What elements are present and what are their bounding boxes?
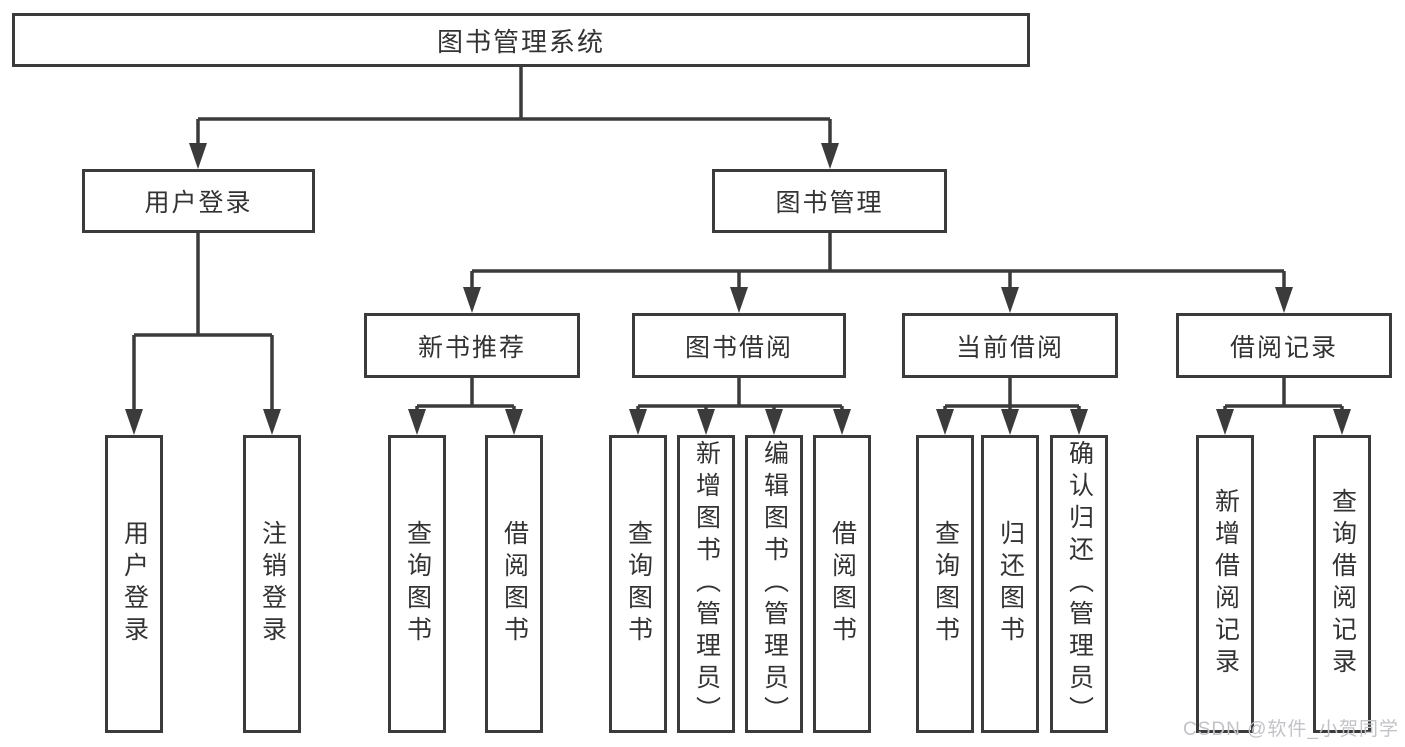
leaf-logout: 注销登录 (243, 435, 301, 733)
leaf-add-borrow-record: 新增借阅记录 (1196, 435, 1254, 733)
leaf-borrow-books-recommend: 借阅图书 (485, 435, 543, 733)
node-user-login: 用户登录 (82, 169, 315, 233)
leaf-return-books: 归还图书 (981, 435, 1039, 733)
leaf-borrow-books: 借阅图书 (813, 435, 871, 733)
node-current-borrowing: 当前借阅 (902, 313, 1118, 378)
node-borrowing-records: 借阅记录 (1176, 313, 1392, 378)
csdn-watermark: CSDN @软件_小贺同学 (1183, 719, 1399, 740)
leaf-query-books-borrow: 查询图书 (609, 435, 667, 733)
leaf-edit-books-admin: 编辑图书（管理员） (745, 435, 803, 733)
leaf-confirm-return-admin: 确认归还（管理员） (1050, 435, 1108, 733)
node-root: 图书管理系统 (12, 13, 1030, 67)
node-book-management: 图书管理 (712, 169, 947, 233)
node-new-book-recommendation: 新书推荐 (364, 313, 580, 378)
leaf-query-borrow-record: 查询借阅记录 (1313, 435, 1371, 733)
leaf-user-login: 用户登录 (105, 435, 163, 733)
node-book-borrowing: 图书借阅 (632, 313, 846, 378)
leaf-add-books-admin: 新增图书（管理员） (677, 435, 735, 733)
leaf-query-books-current: 查询图书 (916, 435, 974, 733)
leaf-query-books-recommend: 查询图书 (388, 435, 446, 733)
